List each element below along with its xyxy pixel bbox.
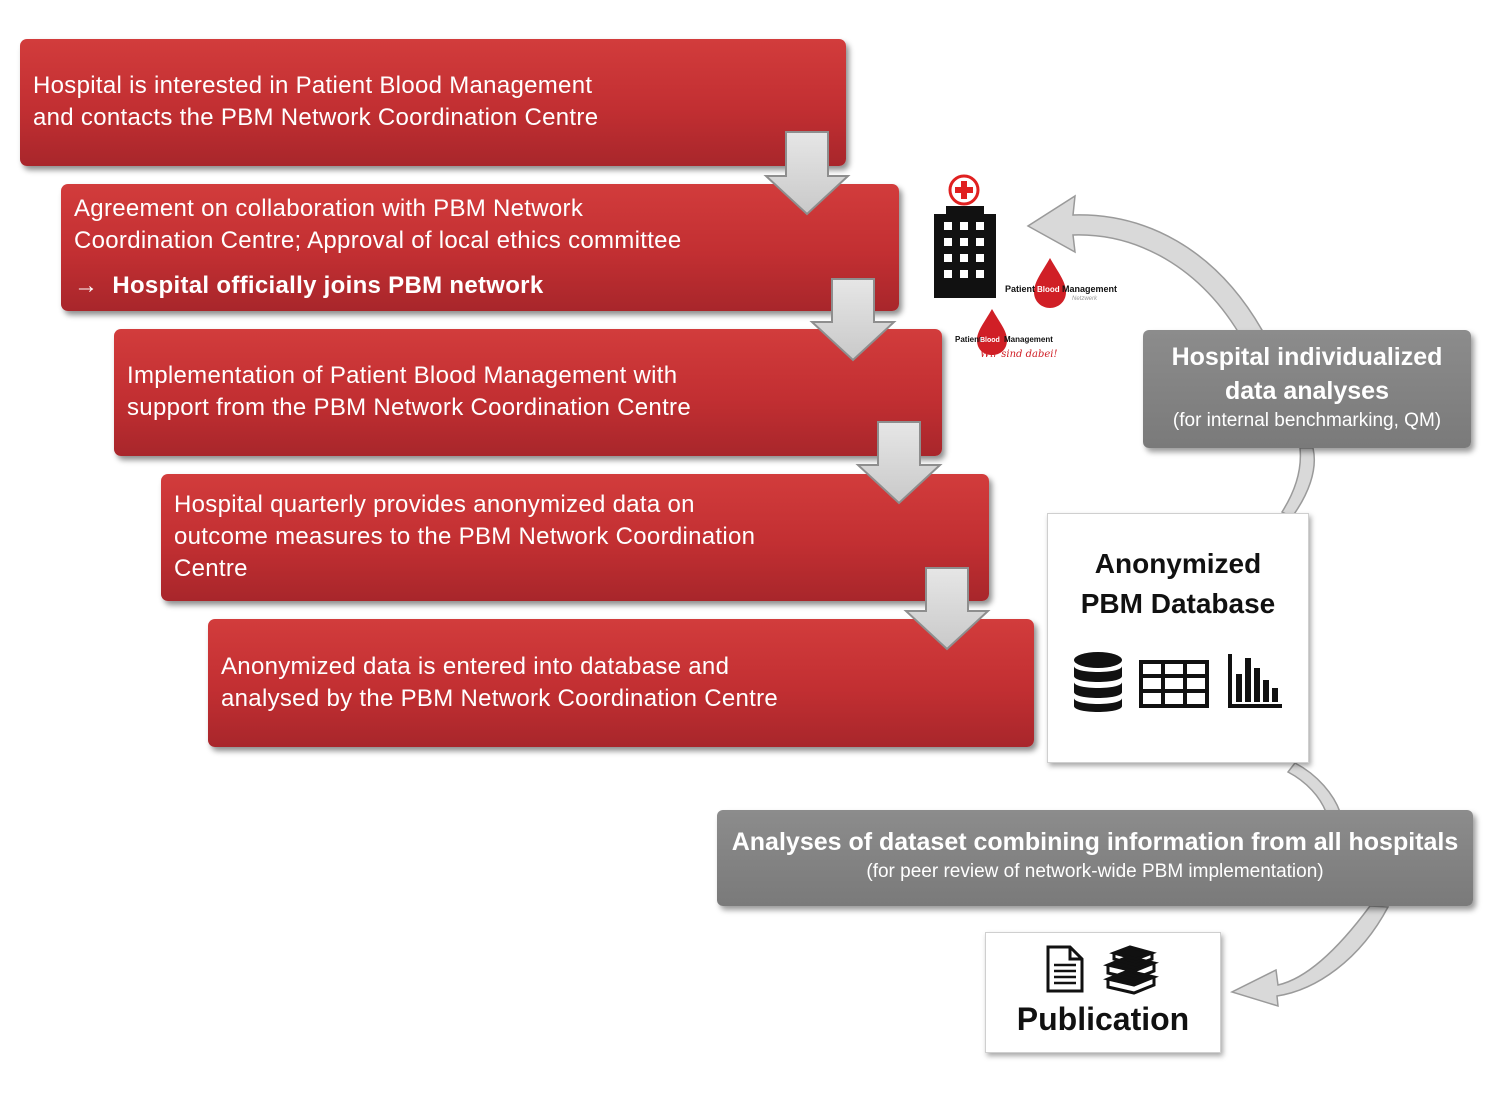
step-1-text: Hospital is interested in Patient Blood … xyxy=(33,72,599,131)
network-analyses-box: Analyses of dataset combining informatio… xyxy=(717,810,1473,906)
database-icon xyxy=(1074,652,1122,712)
right-arrow-icon: → xyxy=(74,272,99,299)
curved-arrow-to-hospital xyxy=(1026,194,1264,342)
step-2-box: Agreement on collaboration with PBM Netw… xyxy=(61,184,899,311)
network-analyses-title: Analyses of dataset combining informatio… xyxy=(731,828,1459,856)
step-4-box: Hospital quarterly provides anonymized d… xyxy=(161,474,989,601)
publication-title: Publication xyxy=(1016,1001,1190,1037)
publication-box: Publication xyxy=(985,932,1221,1053)
curved-arrow-to-publication xyxy=(1229,905,1390,1008)
curved-arrow-db-to-analyses xyxy=(1280,447,1315,518)
step-1-box: Hospital is interested in Patient Blood … xyxy=(20,39,846,166)
database-icons xyxy=(1074,652,1282,712)
document-icon xyxy=(1046,945,1084,993)
step-5-text: Anonymized data is entered into database… xyxy=(221,653,779,712)
step-2-text: Agreement on collaboration with PBM Netw… xyxy=(74,195,682,254)
database-title: Anonymized PBM Database xyxy=(1080,548,1276,619)
network-analyses-subtitle: (for peer review of network-wide PBM imp… xyxy=(866,861,1324,882)
hospital-analyses-box: Hospital individualized data analyses (f… xyxy=(1143,330,1471,448)
joins-network-label: Hospital officially joins PBM network xyxy=(112,272,544,299)
hospital-analyses-title: Hospital individualized data analyses xyxy=(1171,343,1443,405)
curved-arrow-db-to-network xyxy=(1286,762,1342,813)
step-3-text: Implementation of Patient Blood Manageme… xyxy=(127,362,691,421)
database-box: Anonymized PBM Database xyxy=(1047,513,1309,763)
table-icon xyxy=(1139,660,1209,708)
publication-icons xyxy=(1046,945,1160,995)
bar-chart-icon xyxy=(1228,654,1282,708)
step-3-box: Implementation of Patient Blood Manageme… xyxy=(114,329,942,456)
hospital-analyses-subtitle: (for internal benchmarking, QM) xyxy=(1172,410,1442,431)
step-5-box: Anonymized data is entered into database… xyxy=(208,619,1034,747)
step-2-note: → Hospital officially joins PBM network xyxy=(74,270,543,302)
books-icon xyxy=(1102,945,1160,995)
step-4-text: Hospital quarterly provides anonymized d… xyxy=(174,491,756,582)
